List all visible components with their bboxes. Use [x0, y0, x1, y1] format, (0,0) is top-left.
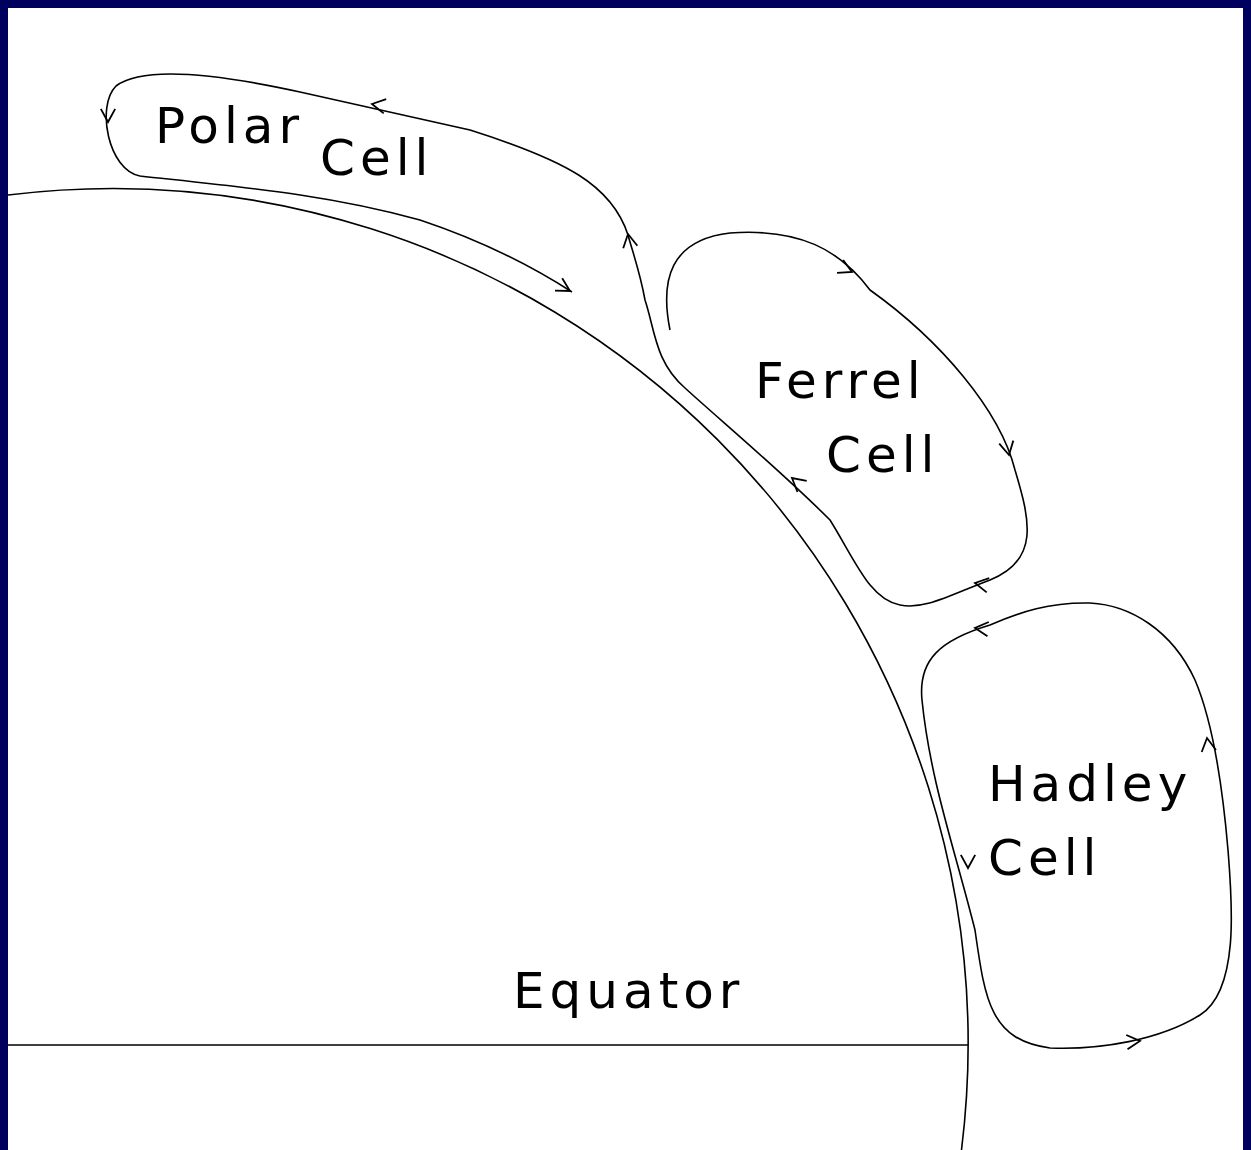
arrowhead — [792, 478, 807, 492]
arrowhead — [101, 109, 115, 122]
flow-arrowheads — [101, 99, 1216, 1049]
white-ground — [8, 8, 1243, 1150]
arrowhead — [999, 441, 1013, 455]
arrowhead — [975, 622, 989, 636]
hadley-loop — [922, 603, 1232, 1048]
circulation-cell: Ferrel Cell — [755, 344, 944, 492]
arrowhead — [1126, 1035, 1140, 1049]
arrowhead — [1202, 738, 1216, 752]
arrowhead — [555, 278, 570, 291]
earth-surface — [8, 189, 968, 1150]
circulation-cell: Hadley Cell — [988, 747, 1197, 895]
cell-label: Hadley Cell — [988, 747, 1192, 895]
arrowhead — [372, 99, 386, 113]
arrowhead — [961, 855, 975, 868]
circulation-cell: Polar Cell — [155, 110, 438, 174]
arrowhead — [837, 260, 852, 273]
cell-label: Polar Cell — [155, 110, 433, 174]
arrowhead — [623, 234, 637, 248]
cell-label: Ferrel Cell — [755, 344, 939, 492]
arrowhead — [975, 578, 989, 592]
equator-label: Equator — [513, 962, 744, 1020]
polar-ferrel-loop — [106, 74, 1027, 606]
equator-line — [8, 1044, 968, 1046]
